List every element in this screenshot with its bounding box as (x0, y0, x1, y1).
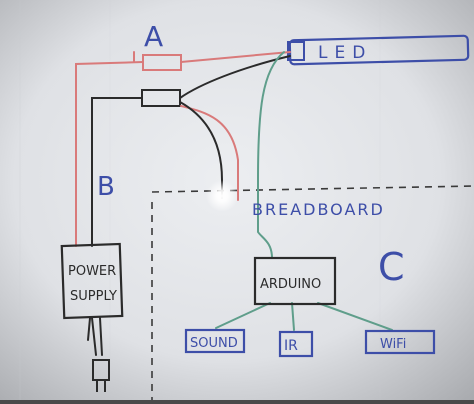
label-c: C (378, 245, 405, 289)
green-wires (215, 51, 393, 331)
wifi-label: WiFi (380, 337, 406, 352)
breadboard-label: BREADBOARD (252, 200, 385, 219)
power-supply-label-line2: SUPPLY (70, 289, 117, 304)
sound-label: SOUND (190, 336, 238, 351)
board-grid (19, 0, 381, 400)
black-wires (87, 55, 291, 356)
ir-label: IR (284, 338, 298, 354)
led-strip-end-cap (287, 41, 305, 61)
label-b: B (97, 172, 115, 202)
arduino-label: ARDUINO (260, 277, 321, 292)
label-a: A (144, 20, 163, 53)
light-glare (206, 180, 238, 212)
power-supply-label-line1: POWER (68, 264, 116, 279)
sound-box (184, 328, 246, 354)
led-label: LED (318, 43, 372, 63)
breadboard-boundary (151, 185, 474, 400)
ir-box (278, 330, 314, 358)
wifi-box (364, 329, 436, 355)
power-supply-box (60, 242, 124, 320)
power-plug (92, 359, 110, 381)
arduino-box (253, 256, 337, 306)
